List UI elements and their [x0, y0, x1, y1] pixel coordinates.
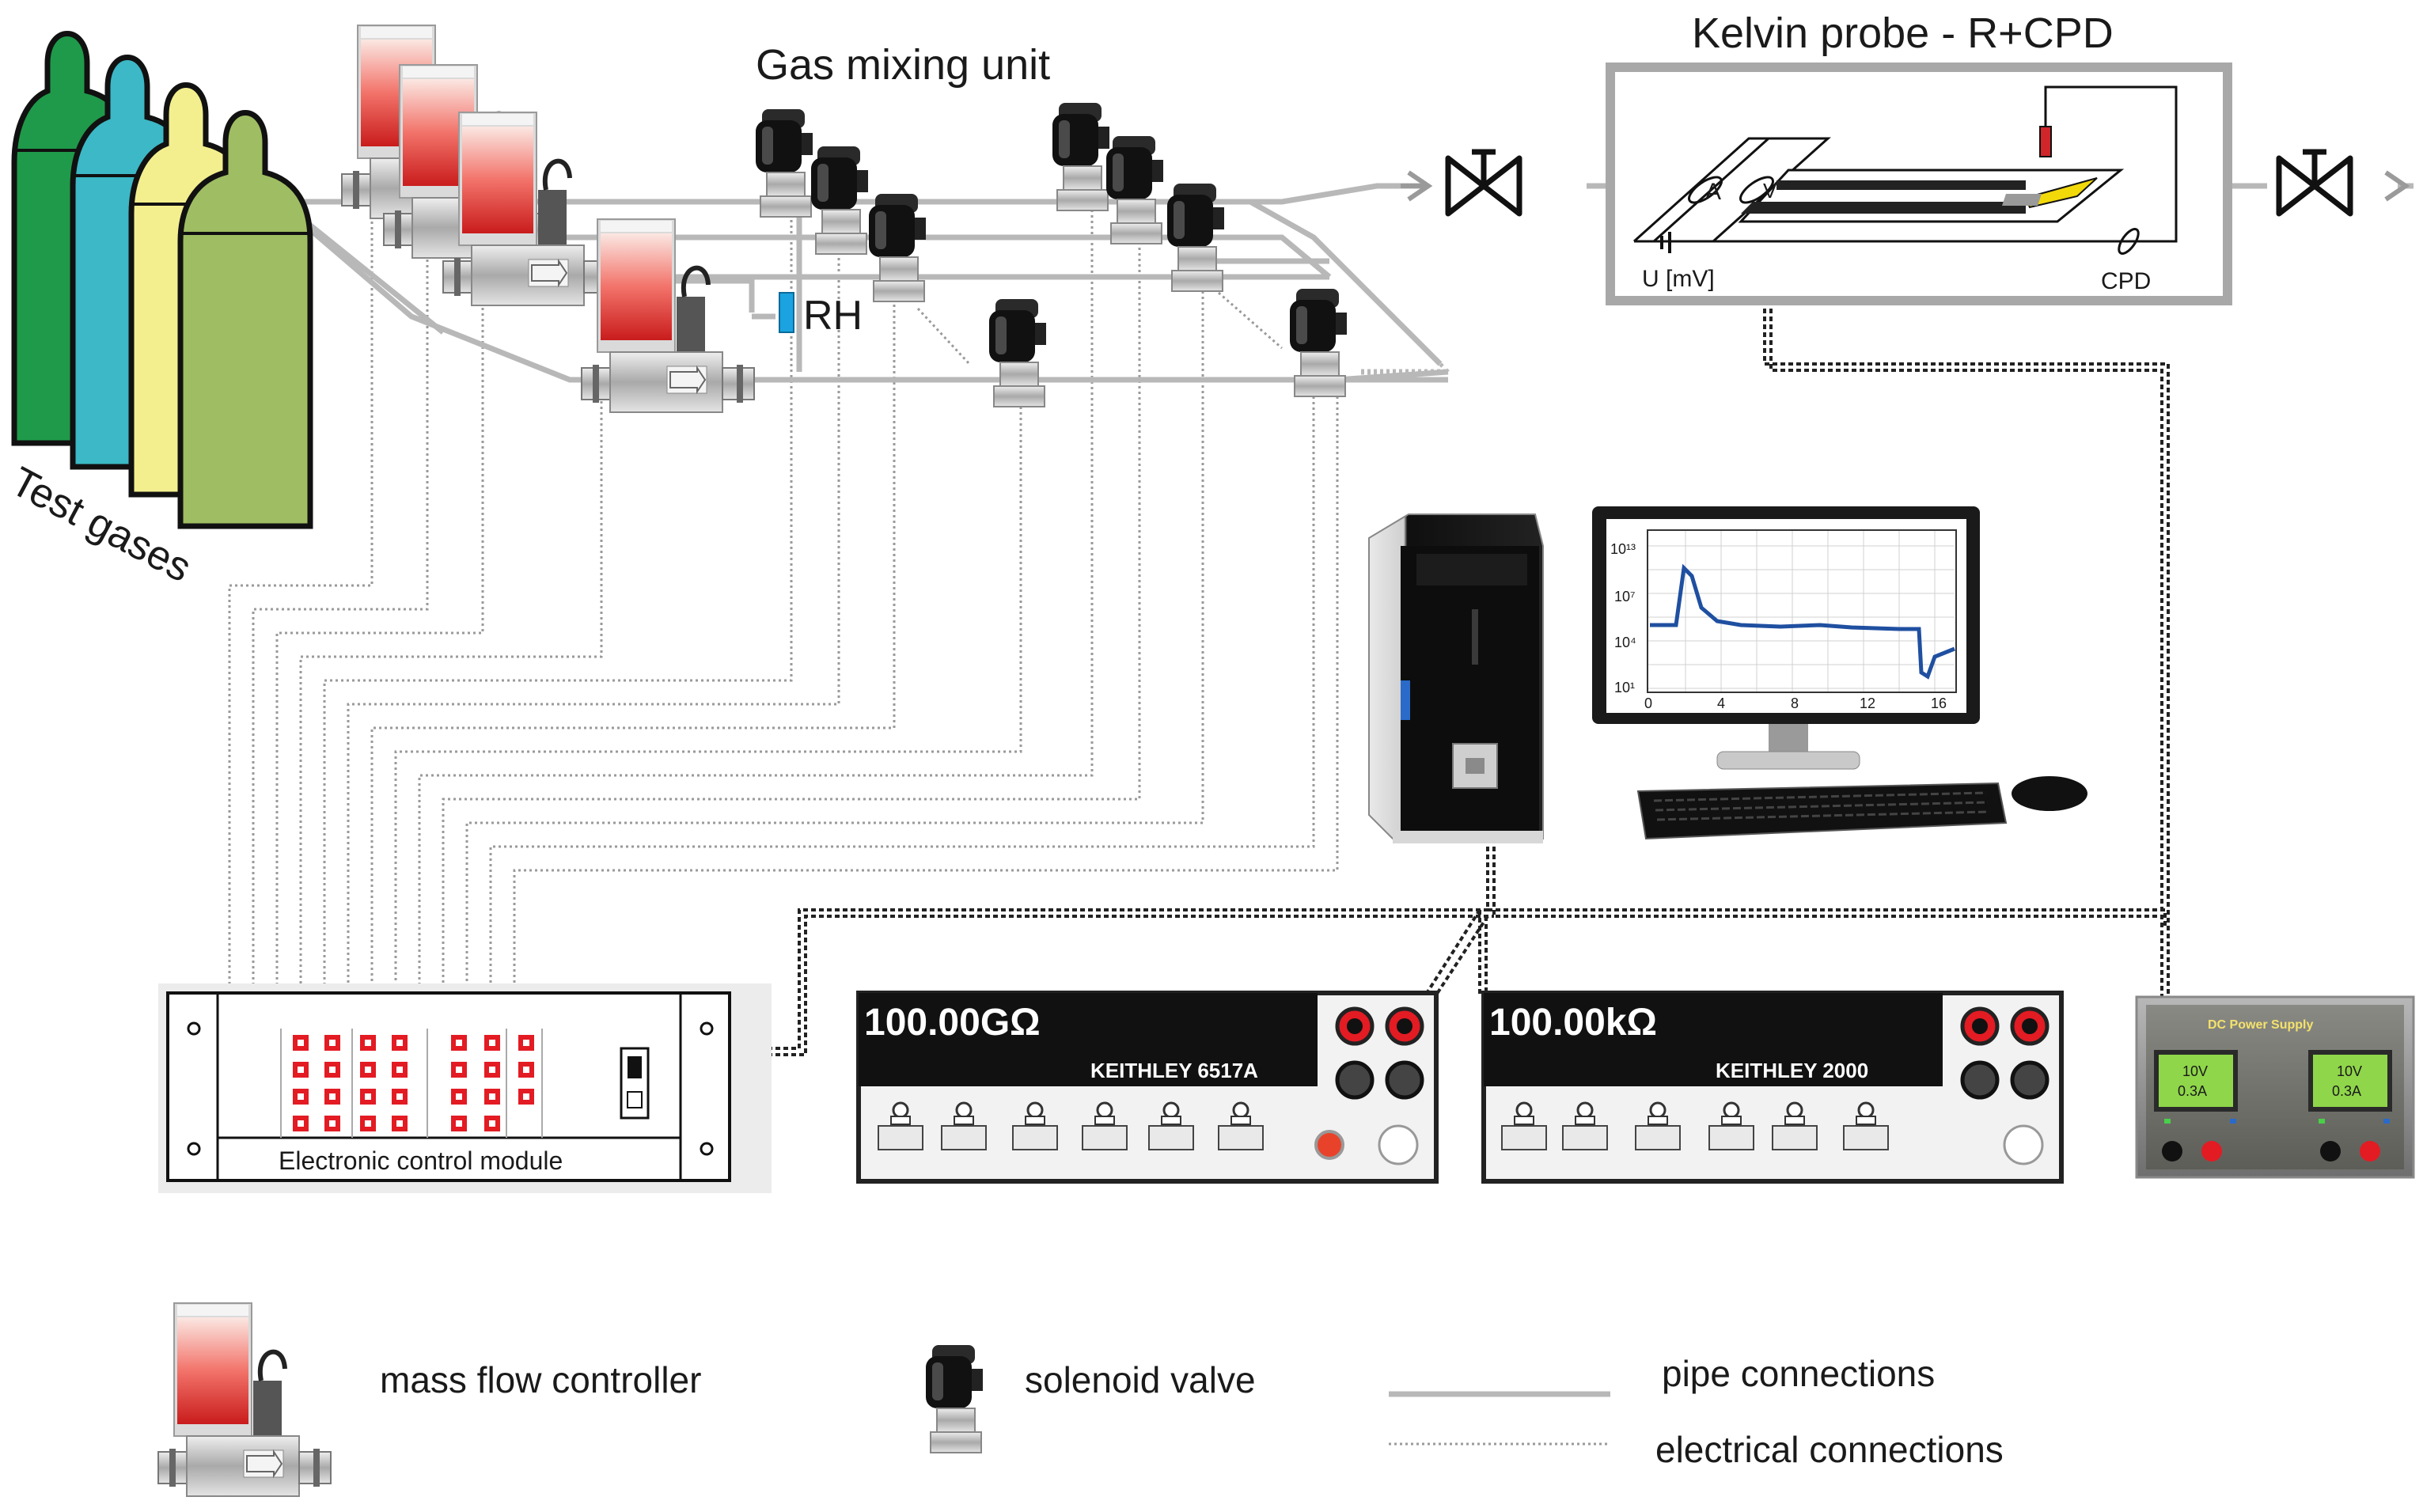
electrometer-terminals: [1335, 1006, 1424, 1100]
multimeter-model: KEITHLEY 2000: [1716, 1059, 1868, 1082]
x-tick-1: 0: [1644, 695, 1652, 711]
monitor: 10¹³ 10⁷ 10⁴ 10¹ 0 4 8 12 16: [1592, 506, 1980, 770]
multimeter-display: 100.00kΩ: [1489, 1002, 1657, 1044]
gas-cylinders: [11, 31, 313, 529]
kelvin-probe-chamber: A V U [mV] CPD: [1606, 63, 2232, 305]
dc-power-supply: DC Power Supply 10V 0.3A 10V 0.3A: [2135, 995, 2415, 1179]
ecm-label: Electronic control module: [279, 1146, 563, 1175]
legend: mass flow controller solenoid valve pipe…: [158, 1303, 2004, 1496]
shutoff-valve-inlet: [1448, 152, 1519, 214]
psu-left-display: [2154, 1050, 2238, 1112]
cpd-label: CPD: [2101, 268, 2151, 294]
electrometer-indicator-led: [1314, 1130, 1344, 1160]
legend-mfc-icon: [158, 1303, 331, 1496]
cylinder-olive: [177, 110, 313, 529]
solenoid-valves: [755, 102, 1348, 407]
psu-left-current: 0.3A: [2178, 1083, 2207, 1099]
psu-right-display: [2308, 1050, 2392, 1112]
solenoid-valve-5: [1052, 102, 1110, 211]
solenoid-valve-8: [1289, 288, 1348, 397]
solenoid-valve-4: [988, 298, 1047, 407]
gas-mixing-unit-label: Gas mixing unit: [756, 41, 1050, 89]
keyboard: [1636, 782, 2008, 840]
rh-sensor: [779, 292, 794, 333]
rh-label: RH: [803, 293, 863, 339]
legend-valve-label: solenoid valve: [1025, 1359, 1256, 1400]
mouse: [2012, 776, 2087, 811]
solenoid-valve-3: [868, 193, 927, 302]
y-tick-2: 10⁷: [1614, 589, 1636, 604]
multimeter-power-button: [2003, 1124, 2044, 1165]
electrometer-keithley-6517a: 100.00GΩ KEITHLEY 6517A: [856, 991, 1439, 1184]
u-mv-label: U [mV]: [1642, 266, 1715, 292]
voltmeter-symbol: V: [1763, 179, 1777, 203]
x-tick-5: 16: [1931, 695, 1947, 711]
legend-mfc-label: mass flow controller: [380, 1359, 701, 1400]
psu-left-voltage: 10V: [2182, 1063, 2208, 1079]
ecm-led-panel: [280, 1029, 543, 1138]
legend-electrical-label: electrical connections: [1655, 1429, 2004, 1470]
electrometer-display: 100.00GΩ: [864, 1002, 1041, 1044]
y-tick-3: 10⁴: [1614, 635, 1636, 650]
psu-right-current: 0.3A: [2332, 1083, 2361, 1099]
psu-right-voltage: 10V: [2337, 1063, 2362, 1079]
mfc-4: [582, 219, 754, 412]
x-tick-3: 8: [1791, 695, 1799, 711]
solenoid-valve-1: [755, 108, 813, 218]
plot-frame: [1647, 529, 1957, 693]
y-tick-1: 10¹³: [1610, 541, 1636, 557]
multimeter-keithley-2000: 100.00kΩ KEITHLEY 2000: [1481, 991, 2064, 1184]
x-tick-2: 4: [1717, 695, 1725, 711]
electrometer-power-button: [1378, 1124, 1419, 1165]
psu-title: DC Power Supply: [2208, 1018, 2313, 1032]
ammeter-symbol: A: [1705, 179, 1721, 205]
mfc-3: [443, 112, 616, 305]
shutoff-valve-outlet: [2279, 152, 2350, 214]
mfc-stack: [342, 25, 754, 412]
electrometer-model: KEITHLEY 6517A: [1090, 1059, 1258, 1082]
legend-pipe-label: pipe connections: [1662, 1353, 1935, 1394]
legend-valve-icon: [925, 1344, 984, 1453]
plot-line: [1650, 563, 1955, 680]
electrical-wires: [228, 182, 1339, 993]
multimeter-terminals: [1960, 1006, 2050, 1100]
computer-tower: [1368, 513, 1544, 843]
electronic-control-module: Electronic control module: [158, 983, 772, 1193]
x-tick-4: 12: [1860, 695, 1875, 711]
ecm-power-switch: [620, 1047, 650, 1120]
kelvin-probe-title: Kelvin probe - R+CPD: [1692, 9, 2114, 57]
y-tick-4: 10¹: [1614, 680, 1635, 695]
solenoid-valve-6: [1105, 135, 1164, 244]
